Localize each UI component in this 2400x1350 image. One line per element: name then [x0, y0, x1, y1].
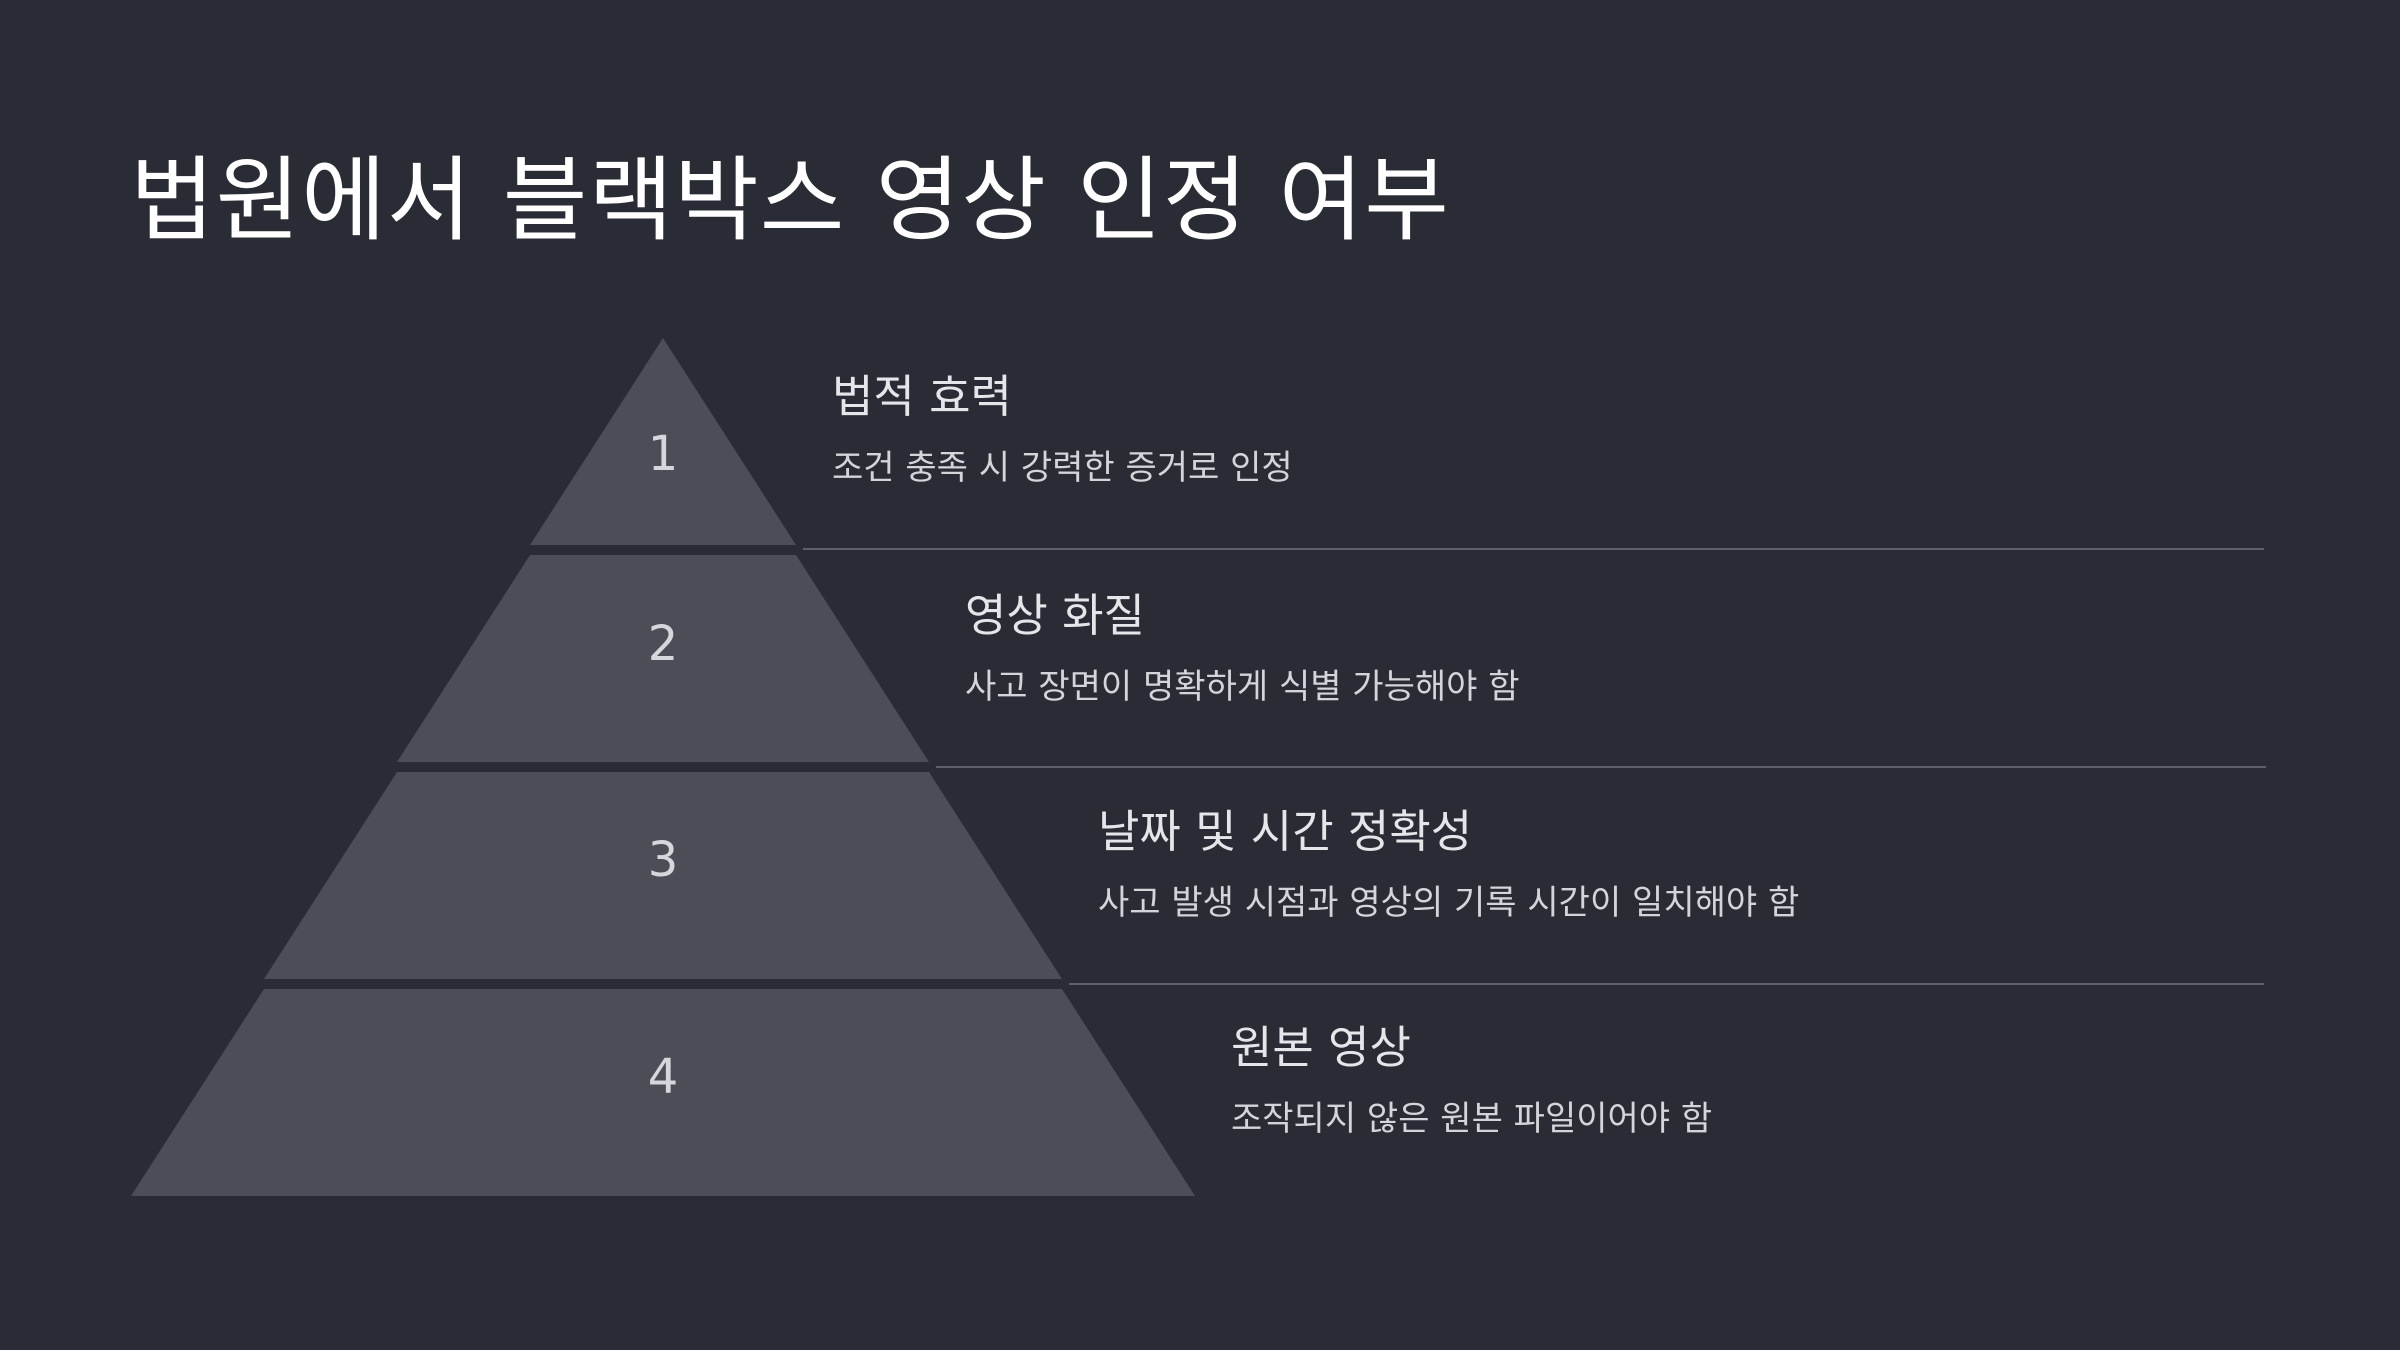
level-1-description: 조건 충족 시 강력한 증거로 인정	[832, 448, 1293, 488]
pyramid-level-1-number: 1	[648, 426, 679, 482]
pyramid-level-2-shape	[397, 555, 929, 762]
level-3-text: 날짜 및 시간 정확성 사고 발생 시점과 영상의 기록 시간이 일치해야 함	[1098, 805, 1799, 924]
level-4-text: 원본 영상 조작되지 않은 원본 파일이어야 함	[1231, 1021, 1712, 1140]
page-title: 법원에서 블랙박스 영상 인정 여부	[130, 147, 1450, 254]
level-2-description: 사고 장면이 명확하게 식별 가능해야 함	[965, 667, 1520, 707]
pyramid-level-3-shape	[264, 772, 1062, 979]
level-2-heading: 영상 화질	[965, 589, 1145, 642]
level-4-description: 조작되지 않은 원본 파일이어야 함	[1231, 1099, 1713, 1139]
level-1-heading: 법적 효력	[832, 370, 1012, 423]
pyramid-level-3-number: 3	[648, 832, 679, 888]
level-4-heading: 원본 영상	[1231, 1021, 1411, 1074]
level-1-text: 법적 효력 조건 충족 시 강력한 증거로 인정	[832, 370, 1293, 489]
level-2-text: 영상 화질 사고 장면이 명확하게 식별 가능해야 함	[965, 589, 1520, 708]
pyramid-level-2-number: 2	[648, 616, 679, 672]
pyramid-level-1-shape	[530, 338, 796, 545]
level-3-description: 사고 발생 시점과 영상의 기록 시간이 일치해야 함	[1098, 883, 1800, 923]
pyramid-level-4-shape	[131, 989, 1195, 1196]
pyramid-level-4-number: 4	[648, 1049, 679, 1105]
level-3-heading: 날짜 및 시간 정확성	[1098, 805, 1473, 858]
